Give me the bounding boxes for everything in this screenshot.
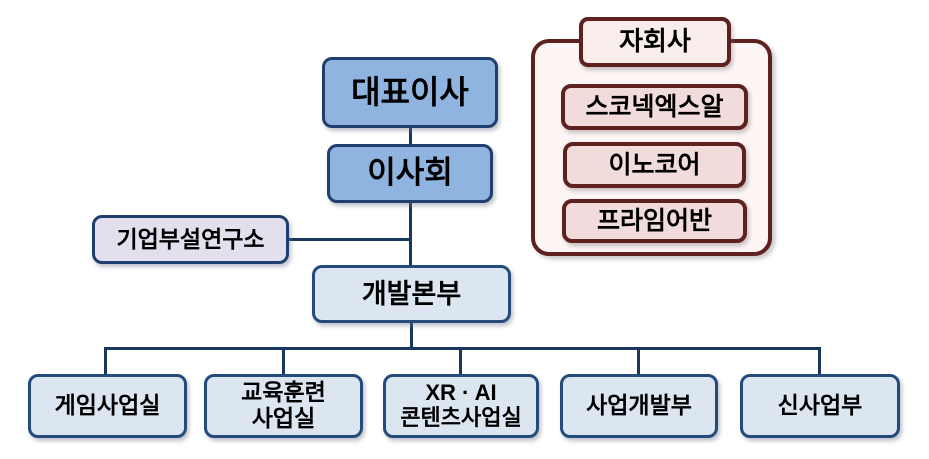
dept-box-game-business: 게임사업실 <box>28 374 187 438</box>
subsidiary-box-innocore: 이노코어 <box>563 142 746 188</box>
connector-horizontal-bus <box>104 347 821 350</box>
connector-board-devhq <box>409 201 412 267</box>
dept-box-xr-ai-contents: XR · AI 콘텐츠사업실 <box>383 374 539 438</box>
research-institute-box: 기업부설연구소 <box>92 215 289 264</box>
connector-drop-dept-2 <box>282 348 285 375</box>
connector-research-branch <box>286 238 410 241</box>
subsidiary-box-prime-urban: 프라임어반 <box>562 199 747 243</box>
ceo-box: 대표이사 <box>322 57 498 128</box>
connector-ceo-board <box>409 126 412 146</box>
connector-drop-dept-4 <box>637 348 640 375</box>
subsidiaries-title-box: 자회사 <box>579 17 731 67</box>
dev-hq-box: 개발본부 <box>312 265 511 323</box>
subsidiary-box-skonec-xr: 스코넥엑스알 <box>561 84 748 130</box>
connector-drop-dept-1 <box>104 348 107 375</box>
dept-box-education-training: 교육훈련 사업실 <box>204 374 363 438</box>
dept-box-business-development: 사업개발부 <box>560 374 718 438</box>
dept-box-new-business: 신사업부 <box>740 374 900 438</box>
connector-devhq-bus <box>410 321 413 349</box>
connector-drop-dept-5 <box>818 348 821 375</box>
board-box: 이사회 <box>327 144 493 203</box>
connector-drop-dept-3 <box>459 348 462 375</box>
